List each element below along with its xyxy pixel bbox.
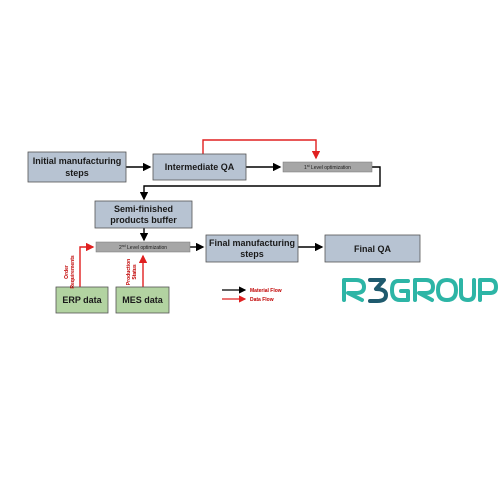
legend: Material Flow Data Flow [222,286,282,303]
arrow-qa-to-opt1-data [202,139,321,160]
order-req-line1: Order [64,265,70,279]
box-initial-line2: steps [65,168,89,178]
legend-data-label: Data Flow [250,297,274,303]
box-buffer-line1: Semi-finished [114,204,173,214]
box-buffer-line2: products buffer [110,215,177,225]
order-req-line2: Requirements [70,255,76,289]
box-final-manufacturing: Final manufacturing steps [205,234,299,263]
opt1-label: 1st Level optimization [304,164,351,171]
box-final-qa: Final QA [324,234,421,263]
material-flow-arrows [126,162,381,252]
box-finalmfg-line1: Final manufacturing [209,238,295,248]
box-erp-data: ERP data [55,286,109,314]
box-mes-label: MES data [122,295,164,305]
box-intermediate-qa: Intermediate QA [152,153,247,181]
arrow-erp-to-opt2 [79,242,95,287]
label-production-status: Production Status [126,259,138,285]
box-finalmfg-line2: steps [240,249,264,259]
second-level-optimization-bar: 2nd Level optimization [95,241,191,253]
box-initial-line1: Initial manufacturing [33,156,122,166]
r3group-logo [342,278,498,303]
box-mes-data: MES data [115,286,170,314]
prod-status-line2: Status [132,264,138,280]
legend-material-label: Material Flow [250,288,282,294]
box-final-qa-label: Final QA [354,244,392,254]
box-semi-finished-buffer: Semi-finished products buffer [94,200,193,229]
prod-status-line1: Production [126,259,132,285]
opt2-label: 2nd Level optimization [119,244,167,251]
box-initial-manufacturing: Initial manufacturing steps [27,151,127,183]
label-order-requirements: Order Requirements [64,255,76,289]
data-flow-arrows [79,139,321,287]
first-level-optimization-bar: 1st Level optimization [282,161,373,173]
arrow-opt1-to-buffer [139,166,381,201]
box-erp-label: ERP data [62,295,102,305]
box-intermediate-qa-label: Intermediate QA [165,162,235,172]
